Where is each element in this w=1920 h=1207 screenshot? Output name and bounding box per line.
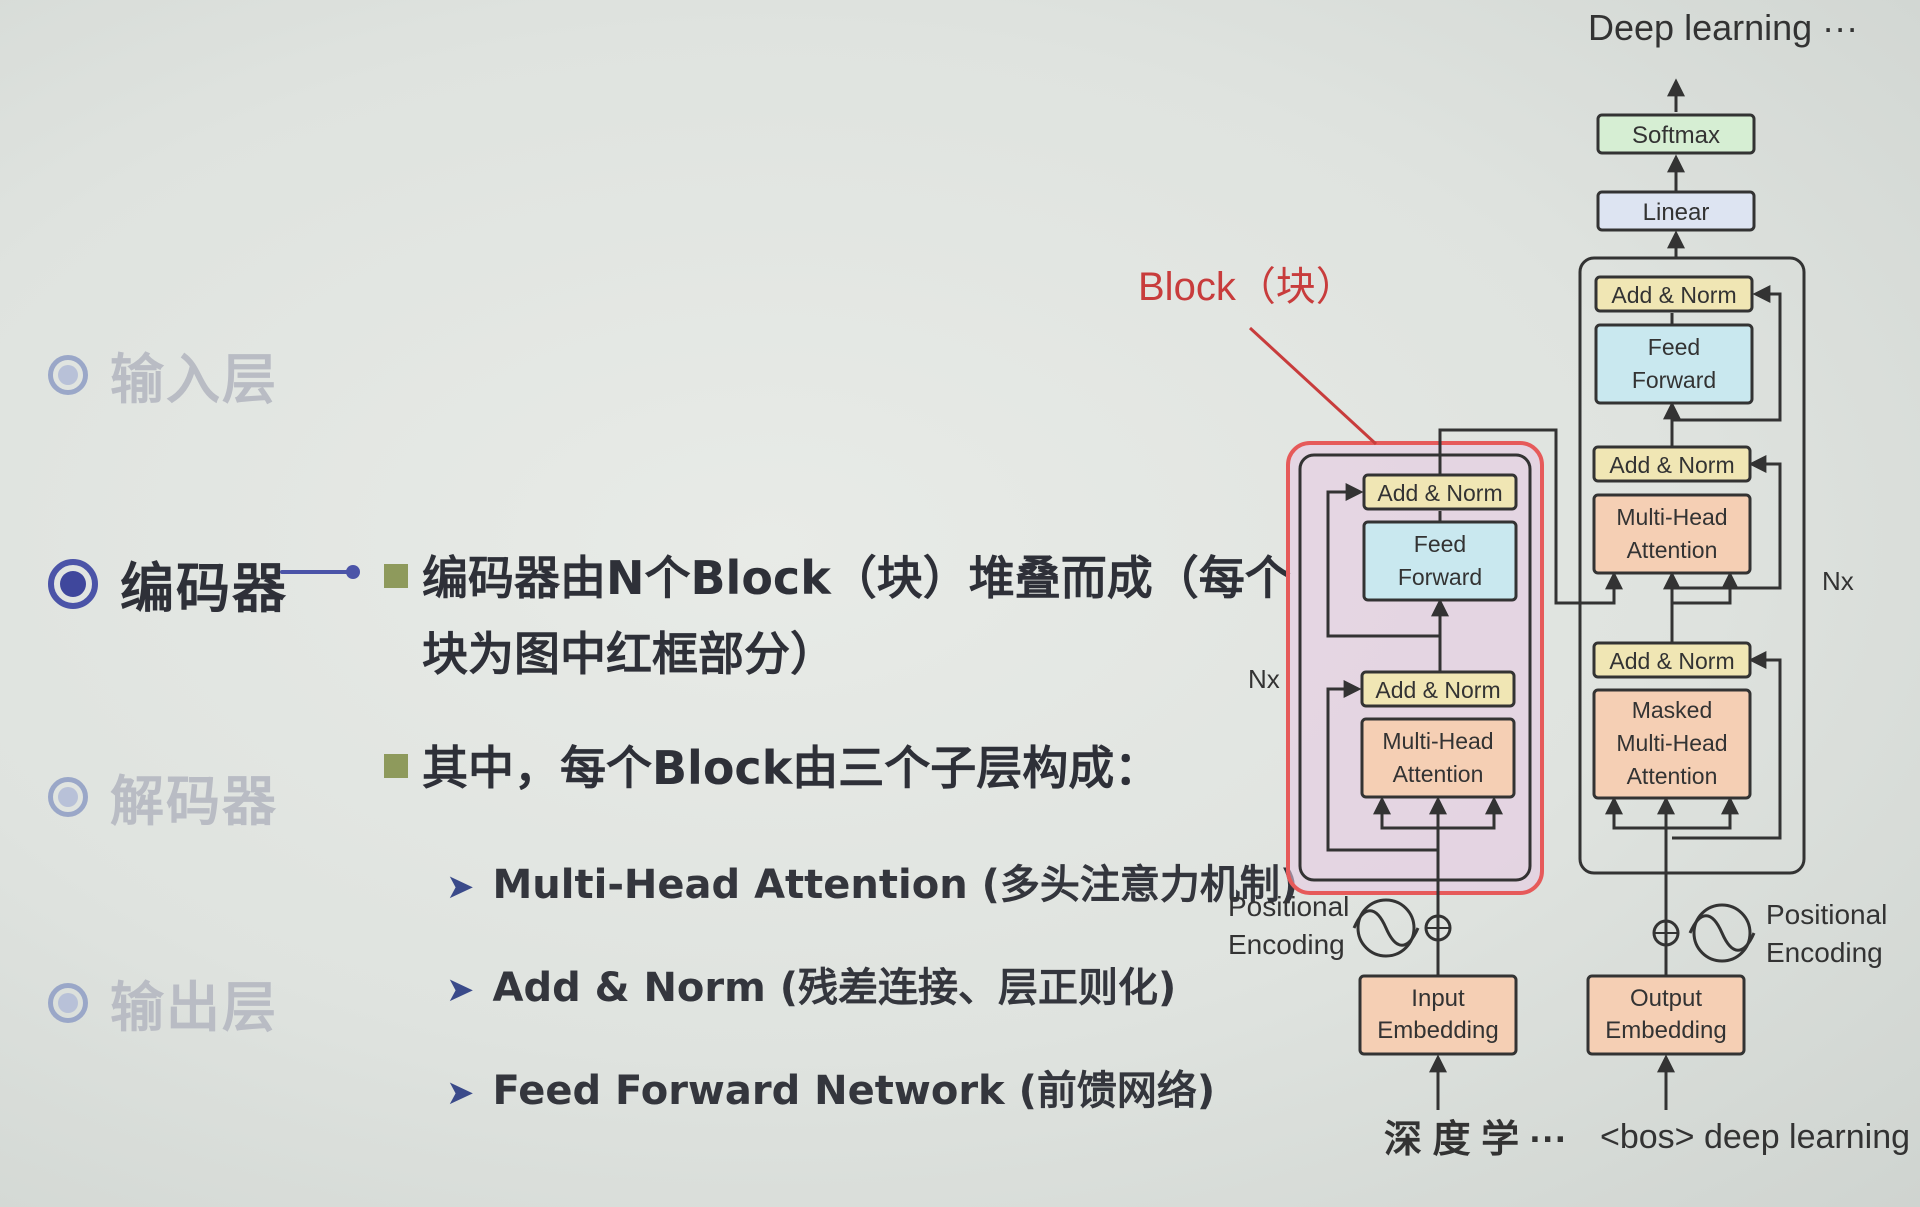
svg-text:Output: Output [1630,985,1702,1012]
svg-text:Encoding: Encoding [1228,929,1345,960]
output-text: Deep learning ··· [1588,7,1858,48]
radio-selected-icon [48,558,98,609]
softmax-label: Softmax [1632,122,1720,149]
svg-text:Input: Input [1411,985,1465,1012]
block-label: Block（块） [1138,265,1356,309]
radio-icon [48,982,88,1023]
decoder-add-norm-3 [1594,275,1754,313]
svg-text:Add & Norm: Add & Norm [1609,648,1734,674]
svg-text:Multi-Head: Multi-Head [1616,504,1727,530]
svg-text:Attention: Attention [1393,761,1484,787]
sub-item-add-norm: ➤Add & Norm (残差连接、层正则化) [446,965,1177,1011]
nav-label: 编码器 [120,557,288,620]
nav-item-input-layer[interactable]: 输入层 [48,335,278,414]
encoder-frame [1298,453,1532,882]
decoder-input-text: <bos> deep learning ··· [1600,1118,1920,1156]
svg-text:Multi-Head: Multi-Head [1382,728,1493,754]
decoder-nx-label: Nx [1822,566,1854,596]
nav-item-decoder[interactable]: 解码器 [48,757,278,836]
svg-text:Add & Norm: Add & Norm [1377,480,1502,506]
svg-text:Add & Norm: Add & Norm [1375,677,1500,703]
svg-text:Masked: Masked [1632,697,1713,723]
bullet-sublayers: 其中，每个Block由三个子层构成： [384,730,1160,806]
nav-label: 输出层 [110,976,278,1039]
nav-label: 解码器 [110,770,278,833]
svg-text:Forward: Forward [1632,367,1716,393]
encoder-add-norm-1 [1360,670,1516,708]
nav-item-output-layer[interactable]: 输出层 [48,963,278,1042]
svg-text:Encoding: Encoding [1766,937,1883,968]
svg-text:Attention: Attention [1627,537,1718,563]
softmax-box [1596,113,1756,155]
linear-box [1596,190,1756,232]
svg-text:Feed: Feed [1648,334,1700,360]
sub-item-multi-head-attention: ➤Multi-Head Attention (多头注意力机制) [446,862,1299,908]
svg-text:Feed: Feed [1414,531,1466,557]
svg-text:Positional: Positional [1766,899,1887,930]
sub-item-feed-forward: ➤Feed Forward Network (前馈网络) [446,1068,1216,1114]
svg-text:Embedding: Embedding [1377,1017,1498,1044]
output-embedding-box [1586,974,1746,1056]
linear-label: Linear [1643,199,1710,226]
svg-text:Forward: Forward [1398,564,1482,590]
triangle-right-icon: ➤ [446,1073,475,1113]
square-bullet-icon [384,564,408,588]
encoder-input-text: 深 度 学 ··· [1384,1118,1568,1161]
svg-text:Multi-Head: Multi-Head [1616,730,1727,756]
triangle-right-icon: ➤ [446,970,475,1010]
encoder-nx-label: Nx [1248,664,1280,694]
arrow-right-icon [280,565,360,579]
svg-text:Attention: Attention [1627,763,1718,789]
svg-text:Add & Norm: Add & Norm [1611,282,1736,308]
svg-text:Embedding: Embedding [1605,1017,1726,1044]
radio-icon [48,776,88,817]
square-bullet-icon [384,754,408,778]
nav-label: 输入层 [110,348,278,411]
nav-item-encoder[interactable]: 编码器 [48,544,288,623]
decoder-frame [1578,256,1806,875]
svg-text:Positional: Positional [1228,891,1349,922]
radio-icon [48,354,88,395]
triangle-right-icon: ➤ [446,867,475,907]
input-embedding-box [1358,974,1518,1056]
bullet-encoder-desc: 编码器由N个Block（块）堆叠而成（每个 块为图中红框部分） [384,540,1291,692]
svg-text:Add & Norm: Add & Norm [1609,452,1734,478]
